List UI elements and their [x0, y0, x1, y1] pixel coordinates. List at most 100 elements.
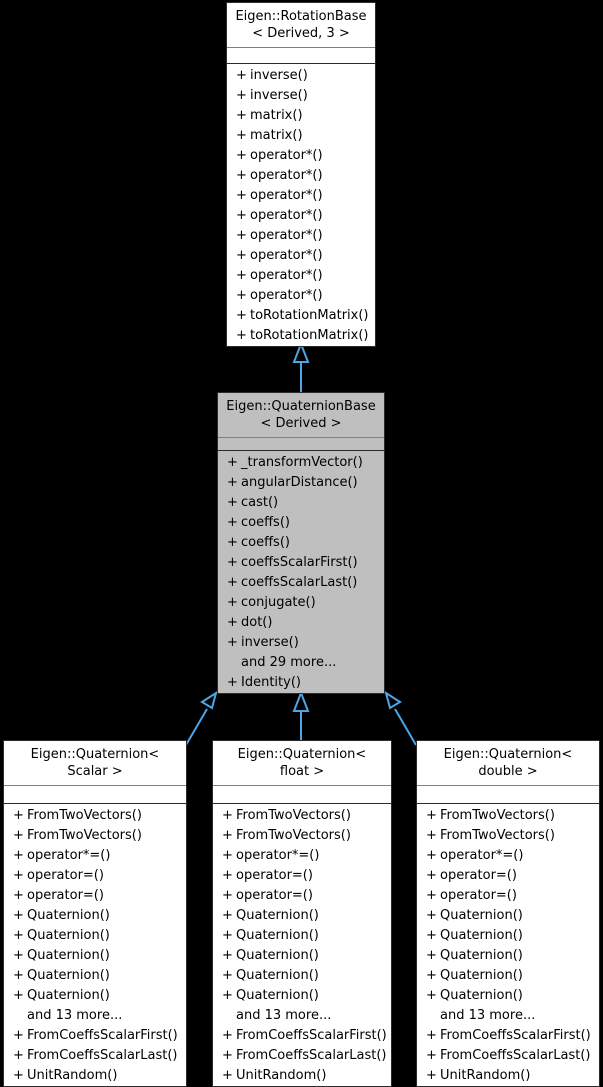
member-visibility: +	[227, 595, 238, 610]
class-box-quaternion-scalar[interactable]: Eigen::Quaternion< Scalar > +FromTwoVect…	[3, 740, 187, 1087]
class-member[interactable]: +toRotationMatrix()	[227, 326, 375, 346]
class-member[interactable]: +Quaternion()	[4, 946, 186, 966]
class-member[interactable]: +toRotationMatrix()	[227, 306, 375, 326]
class-member[interactable]: +operator*()	[227, 226, 375, 246]
class-member[interactable]: +operator=()	[213, 886, 391, 906]
class-member[interactable]: +Quaternion()	[417, 906, 599, 926]
class-member[interactable]: +operator*=()	[417, 846, 599, 866]
class-member[interactable]: +and 13 more...	[4, 1006, 186, 1026]
class-member[interactable]: +and 13 more...	[417, 1006, 599, 1026]
class-member[interactable]: +UnitRandom()	[213, 1066, 391, 1086]
class-member[interactable]: +Quaternion()	[4, 966, 186, 986]
member-name: FromTwoVectors()	[236, 808, 351, 823]
class-member[interactable]: +matrix()	[227, 126, 375, 146]
class-box-quaternion-base[interactable]: Eigen::QuaternionBase < Derived > +_tran…	[217, 392, 385, 694]
class-member[interactable]: +dot()	[218, 613, 384, 633]
class-member[interactable]: +Quaternion()	[213, 906, 391, 926]
class-member[interactable]: +cast()	[218, 493, 384, 513]
member-visibility: +	[13, 848, 24, 863]
member-visibility: +	[426, 968, 437, 983]
member-visibility: +	[227, 535, 238, 550]
class-member[interactable]: +Quaternion()	[417, 926, 599, 946]
class-methods-quaternion-double: +FromTwoVectors()+FromTwoVectors()+opera…	[417, 804, 599, 1086]
member-visibility: +	[222, 1028, 233, 1043]
class-member[interactable]: +Quaternion()	[417, 946, 599, 966]
class-member[interactable]: +FromTwoVectors()	[213, 806, 391, 826]
member-name: operator=()	[236, 868, 313, 883]
class-member[interactable]: +coeffs()	[218, 533, 384, 553]
member-visibility: +	[426, 948, 437, 963]
class-member[interactable]: +FromTwoVectors()	[4, 806, 186, 826]
class-member[interactable]: +FromCoeffsScalarFirst()	[213, 1026, 391, 1046]
class-member[interactable]: +angularDistance()	[218, 473, 384, 493]
member-name: Quaternion()	[27, 988, 110, 1003]
member-name: toRotationMatrix()	[250, 328, 369, 343]
class-member[interactable]: +FromTwoVectors()	[4, 826, 186, 846]
member-name: and 13 more...	[440, 1008, 536, 1023]
class-member[interactable]: +and 13 more...	[213, 1006, 391, 1026]
class-member[interactable]: +operator=()	[417, 886, 599, 906]
class-member[interactable]: +conjugate()	[218, 593, 384, 613]
class-member[interactable]: +Quaternion()	[4, 906, 186, 926]
class-member[interactable]: +operator=()	[417, 866, 599, 886]
class-member[interactable]: +FromTwoVectors()	[417, 806, 599, 826]
class-member[interactable]: +coeffsScalarFirst()	[218, 553, 384, 573]
class-member[interactable]: +inverse()	[218, 633, 384, 653]
class-member[interactable]: +FromTwoVectors()	[213, 826, 391, 846]
class-member[interactable]: +FromCoeffsScalarFirst()	[4, 1026, 186, 1046]
class-member[interactable]: +inverse()	[227, 66, 375, 86]
member-name: Quaternion()	[236, 908, 319, 923]
class-member[interactable]: +UnitRandom()	[4, 1066, 186, 1086]
class-member[interactable]: +operator=()	[4, 886, 186, 906]
member-visibility: +	[13, 808, 24, 823]
class-member[interactable]: +FromTwoVectors()	[417, 826, 599, 846]
class-member[interactable]: +_transformVector()	[218, 453, 384, 473]
class-member[interactable]: +FromCoeffsScalarLast()	[213, 1046, 391, 1066]
class-member[interactable]: +Quaternion()	[213, 946, 391, 966]
class-member[interactable]: +coeffs()	[218, 513, 384, 533]
class-member[interactable]: +FromCoeffsScalarLast()	[4, 1046, 186, 1066]
class-box-quaternion-double[interactable]: Eigen::Quaternion< double > +FromTwoVect…	[416, 740, 600, 1087]
class-member[interactable]: +operator*()	[227, 186, 375, 206]
member-visibility: +	[222, 808, 233, 823]
class-member[interactable]: +operator*()	[227, 146, 375, 166]
class-member[interactable]: +Identity()	[218, 673, 384, 693]
class-member[interactable]: +inverse()	[227, 86, 375, 106]
member-visibility: +	[222, 948, 233, 963]
class-member[interactable]: +operator*()	[227, 286, 375, 306]
class-member[interactable]: +Quaternion()	[417, 966, 599, 986]
member-name: inverse()	[241, 635, 299, 650]
class-member[interactable]: +matrix()	[227, 106, 375, 126]
class-member[interactable]: +Quaternion()	[4, 986, 186, 1006]
class-member[interactable]: +Quaternion()	[417, 986, 599, 1006]
edge-quaternion-double-to-quaternionbase	[384, 690, 417, 746]
member-name: FromCoeffsScalarFirst()	[236, 1028, 387, 1043]
class-member[interactable]: +Quaternion()	[4, 926, 186, 946]
class-member[interactable]: +operator*()	[227, 246, 375, 266]
class-member[interactable]: +operator*()	[227, 166, 375, 186]
class-member[interactable]: +FromCoeffsScalarFirst()	[417, 1026, 599, 1046]
class-box-rotation-base[interactable]: Eigen::RotationBase < Derived, 3 > +inve…	[226, 2, 376, 347]
class-member[interactable]: +FromCoeffsScalarLast()	[417, 1046, 599, 1066]
class-member[interactable]: +and 29 more...	[218, 653, 384, 673]
member-visibility: +	[222, 868, 233, 883]
member-visibility: +	[222, 848, 233, 863]
class-member[interactable]: +Quaternion()	[213, 926, 391, 946]
class-member[interactable]: +operator*()	[227, 206, 375, 226]
member-visibility: +	[13, 1028, 24, 1043]
class-member[interactable]: +operator*()	[227, 266, 375, 286]
class-member[interactable]: +operator*=()	[213, 846, 391, 866]
class-member[interactable]: +UnitRandom()	[417, 1066, 599, 1086]
member-visibility: +	[222, 1068, 233, 1083]
class-member[interactable]: +Quaternion()	[213, 966, 391, 986]
class-member[interactable]: +operator*=()	[4, 846, 186, 866]
class-member[interactable]: +operator=()	[213, 866, 391, 886]
member-name: FromTwoVectors()	[27, 828, 142, 843]
class-member[interactable]: +coeffsScalarLast()	[218, 573, 384, 593]
member-name: operator*=()	[236, 848, 320, 863]
class-member[interactable]: +Quaternion()	[213, 986, 391, 1006]
member-name: coeffsScalarFirst()	[241, 555, 358, 570]
class-methods-quaternion-base: +_transformVector()+angularDistance()+ca…	[218, 451, 384, 693]
class-member[interactable]: +operator=()	[4, 866, 186, 886]
class-box-quaternion-float[interactable]: Eigen::Quaternion< float > +FromTwoVecto…	[212, 740, 392, 1087]
